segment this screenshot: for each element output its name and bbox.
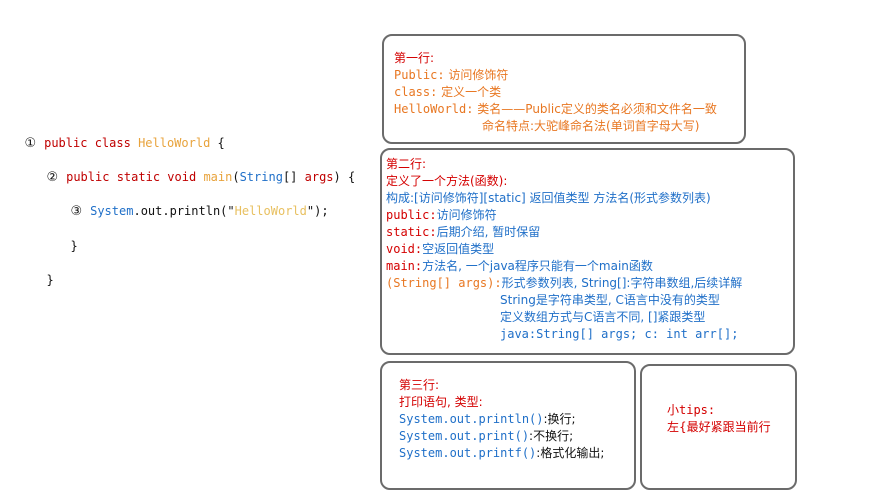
box1-line-2: class: 定义一个类 xyxy=(394,85,502,99)
box1-line-1: Public: 访问修饰符 xyxy=(394,68,509,82)
keyword-public: public xyxy=(66,170,110,184)
code-line-5: } xyxy=(32,259,54,287)
annotation-box-line3: 第三行: 打印语句, 类型: System.out.println():换行; … xyxy=(380,361,636,490)
box2-line-5: main:方法名, 一个java程序只能有一个main函数 xyxy=(386,259,653,273)
close-brace: } xyxy=(46,273,54,287)
circled-number-1: ① xyxy=(24,136,37,151)
close-brace: } xyxy=(70,239,78,253)
box1-line-3: HelloWorld: 类名——Public定义的类名必须和文件名一致 xyxy=(394,102,717,116)
keyword-class: class xyxy=(94,136,131,150)
box4-text: 左{最好紧跟当前行 xyxy=(667,420,771,434)
box2-title: 第二行: xyxy=(386,157,427,171)
annotation-box-line1: 第一行: Public: 访问修饰符 class: 定义一个类 HelloWor… xyxy=(382,34,746,144)
code-line-1: ① public class HelloWorld { xyxy=(10,122,225,151)
code-line-4: } xyxy=(56,225,78,253)
open-brace: { xyxy=(217,136,225,150)
box3-line-3: System.out.printf():格式化输出; xyxy=(399,446,605,460)
keyword-static: static xyxy=(116,170,161,184)
box4-title: 小tips: xyxy=(667,403,716,417)
box2-line-4: void:空返回值类型 xyxy=(386,242,495,256)
annotation-box-tips: 小tips: 左{最好紧跟当前行 xyxy=(640,364,797,490)
string-literal: HelloWorld xyxy=(234,204,307,218)
box2-line-9: java:String[] args; c: int arr[]; xyxy=(500,327,739,341)
method-name: main xyxy=(203,170,233,184)
circled-number-2: ② xyxy=(46,170,59,185)
box2-subtitle: 定义了一个方法(函数): xyxy=(386,174,508,188)
open-brace: { xyxy=(348,170,356,184)
box2-line-8: 定义数组方式与C语言不同, []紧跟类型 xyxy=(500,310,706,324)
box2-line-6: (String[] args):形式参数列表, String[]:字符串数组,后… xyxy=(386,276,743,290)
class-name: HelloWorld xyxy=(138,136,211,150)
keyword-void: void xyxy=(167,170,197,184)
box2-line-3: static:后期介绍, 暂时保留 xyxy=(386,225,541,239)
box3-title: 第三行: xyxy=(399,378,440,392)
box2-line-2: public:访问修饰符 xyxy=(386,208,497,222)
box2-line-1: 构成:[访问修饰符][static] 返回值类型 方法名(形式参数列表) xyxy=(386,191,711,205)
box3-subtitle: 打印语句, 类型: xyxy=(399,395,483,409)
box1-title: 第一行: xyxy=(394,51,435,65)
box3-line-1: System.out.println():换行; xyxy=(399,412,576,426)
param-args: args xyxy=(304,170,334,184)
box3-line-2: System.out.print():不换行; xyxy=(399,429,574,443)
annotation-box-line2: 第二行: 定义了一个方法(函数): 构成:[访问修饰符][static] 返回值… xyxy=(380,148,795,355)
keyword-public: public xyxy=(44,136,88,150)
system-object: System xyxy=(90,204,134,218)
box2-line-7: String是字符串类型, C语言中没有的类型 xyxy=(500,293,720,307)
circled-number-3: ③ xyxy=(70,204,83,219)
box1-line-4: 命名特点:大驼峰命名法(单词首字母大写) xyxy=(482,119,700,133)
type-string: String xyxy=(239,170,283,184)
